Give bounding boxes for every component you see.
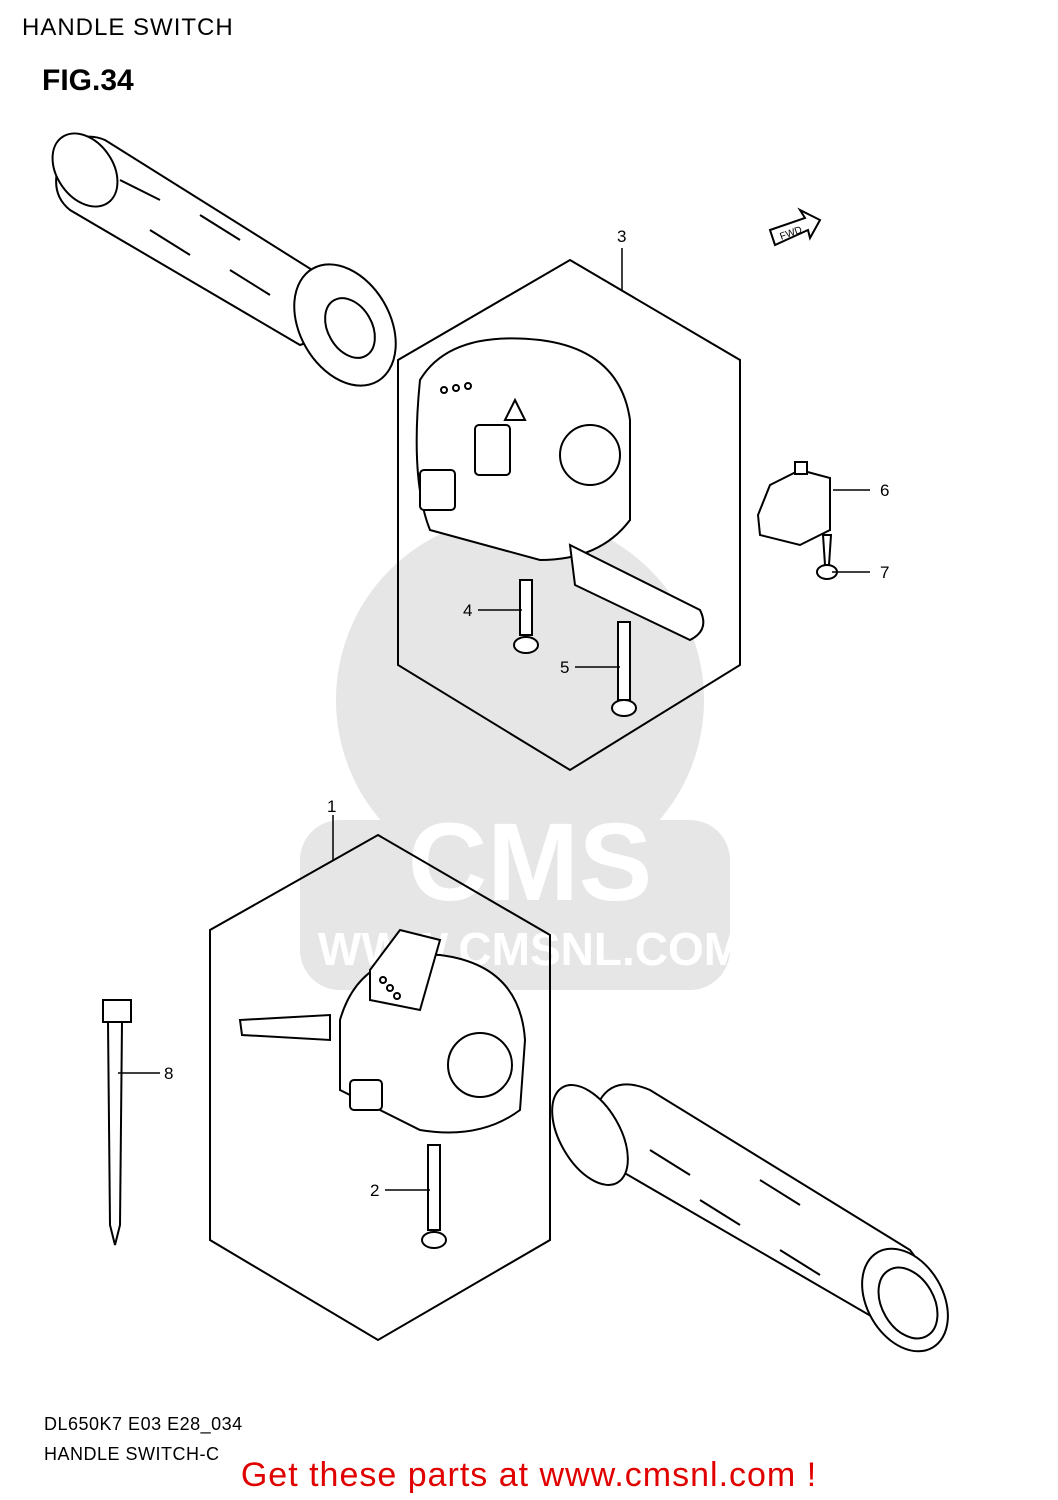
page-title: HANDLE SWITCH <box>22 14 234 41</box>
leader-lines <box>118 248 870 1191</box>
cable-tie-8 <box>102 999 132 1246</box>
callout-1: 1 <box>327 797 336 816</box>
fwd-arrow-icon: FWD <box>768 207 822 247</box>
watermark-brand: CMS <box>408 801 652 924</box>
callout-4: 4 <box>463 601 472 620</box>
callout-6: 6 <box>880 481 889 500</box>
callout-8: 8 <box>164 1064 173 1083</box>
callout-3: 3 <box>617 227 626 246</box>
left-handle-switch <box>415 337 705 642</box>
screw-5 <box>611 621 637 717</box>
right-grip <box>551 1083 949 1353</box>
switch-6 <box>756 461 831 547</box>
diagram-caption: HANDLE SWITCH-C <box>44 1444 220 1464</box>
model-code: DL650K7 E03 E28_034 <box>44 1414 243 1434</box>
callout-7: 7 <box>880 563 889 582</box>
screw-4 <box>513 579 539 654</box>
promo-link[interactable]: Get these parts at www.cmsnl.com ! <box>240 1456 818 1494</box>
screw-2 <box>421 1144 447 1249</box>
left-grip <box>51 132 397 387</box>
switch-assembly-boundary-3 <box>397 258 741 772</box>
callout-2: 2 <box>370 1181 379 1200</box>
callout-5: 5 <box>560 658 569 677</box>
figure-label: FIG.34 <box>42 64 134 97</box>
switch-assembly-boundary-1 <box>209 833 551 1342</box>
right-handle-switch <box>238 928 527 1134</box>
